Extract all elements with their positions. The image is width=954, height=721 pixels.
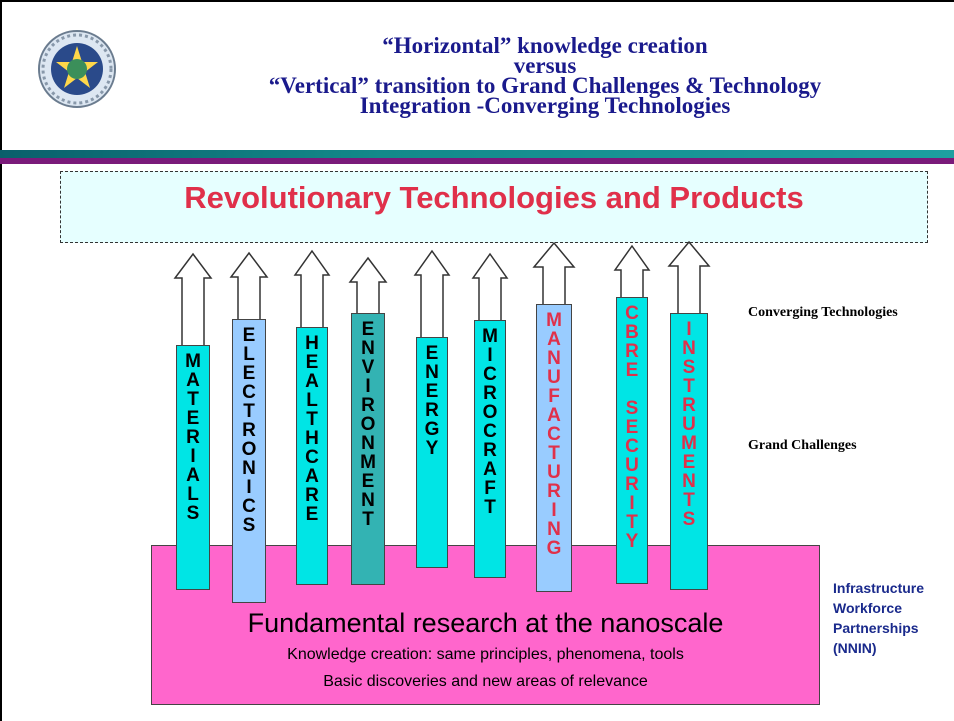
infrastructure-list: Infrastructure Workforce Partnerships (N… xyxy=(833,578,924,658)
title-line-4: Integration -Converging Technologies xyxy=(359,93,731,118)
up-arrow-energy xyxy=(413,249,451,340)
base-subtitle-2: Basic discoveries and new areas of relev… xyxy=(323,673,648,690)
title-line-1: “Horizontal” knowledge creation xyxy=(382,33,708,58)
slide-border-left xyxy=(0,0,2,721)
nsf-logo xyxy=(38,30,116,108)
up-arrow-manufacturing xyxy=(532,241,576,307)
base-subtitle-1: Knowledge creation: same principles, phe… xyxy=(287,646,684,663)
nnin-item: (NNIN) xyxy=(833,640,877,656)
title-rule-accent xyxy=(0,158,954,164)
up-arrow-healthcare xyxy=(293,249,331,330)
banner-title: Revolutionary Technologies and Products xyxy=(184,180,804,215)
up-arrow-microcraft xyxy=(471,252,509,323)
up-arrow-instruments xyxy=(667,240,711,316)
up-arrow-cbre-security xyxy=(613,244,651,300)
slide-title: “Horizontal” knowledge creation versus “… xyxy=(160,33,930,118)
partnerships-item: Partnerships xyxy=(833,620,919,636)
grand-challenges-label: Grand Challenges xyxy=(748,438,857,453)
title-rule xyxy=(0,150,954,158)
workforce-item: Workforce xyxy=(833,600,902,616)
up-arrow-materials xyxy=(173,252,213,348)
slide-border-top xyxy=(0,0,954,2)
converging-technologies-label: Converging Technologies xyxy=(748,305,898,320)
infrastructure-item: Infrastructure xyxy=(833,580,925,596)
base-title: Fundamental research at the nanoscale xyxy=(247,608,724,638)
up-arrow-electronics xyxy=(229,251,269,322)
title-line-2: versus xyxy=(513,53,577,78)
title-line-3: “Vertical” transition to Grand Challenge… xyxy=(268,73,822,98)
outcomes-banner: Revolutionary Technologies and Products xyxy=(60,171,928,243)
up-arrow-environment xyxy=(348,256,388,316)
